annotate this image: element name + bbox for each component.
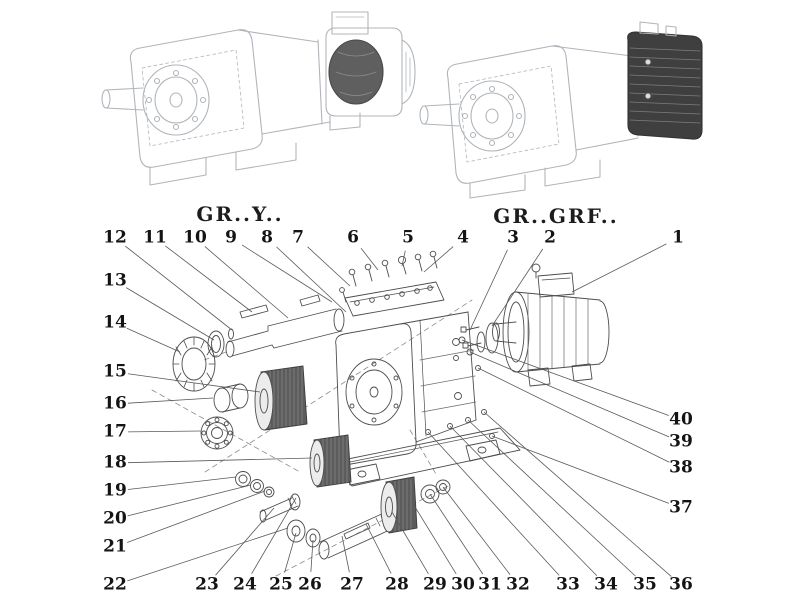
rings-and-pinion-drawing: [235, 471, 301, 523]
callout-number-15: 15: [103, 361, 127, 382]
callout-number-23: 23: [195, 574, 219, 595]
callout-number-35: 35: [633, 574, 657, 595]
large-gear-drawing: [254, 365, 308, 431]
output-gear-drawing: [380, 476, 451, 534]
leader-line-3: [469, 249, 508, 331]
callout-number-34: 34: [594, 574, 618, 595]
leader-line-6: [360, 247, 379, 271]
callout-number-30: 30: [451, 574, 475, 595]
leader-line-27: [341, 535, 350, 573]
leader-line-16: [127, 397, 214, 404]
leader-line-33: [427, 431, 560, 576]
leader-line-35: [467, 419, 636, 577]
leader-line-2: [491, 248, 544, 327]
callout-number-6: 6: [347, 227, 359, 248]
callout-number-28: 28: [385, 574, 409, 595]
callout-number-20: 20: [103, 508, 127, 529]
leader-line-32: [442, 486, 511, 575]
assembled-gearmotor-right-drawing: [419, 21, 703, 199]
callout-number-8: 8: [261, 227, 273, 248]
callout-number-37: 37: [669, 497, 693, 518]
callout-number-22: 22: [103, 574, 127, 595]
oil-seal-and-bearing-drawing: [172, 330, 225, 392]
variant-title-right: GR..GRF..: [493, 204, 619, 228]
assembly-axis-lines: [151, 299, 473, 577]
leader-line-37: [491, 435, 669, 504]
callout-number-26: 26: [298, 574, 322, 595]
leader-line-40: [461, 339, 669, 416]
callout-number-40: 40: [669, 409, 693, 430]
leader-line-20: [127, 484, 252, 517]
callout-number-10: 10: [183, 227, 207, 248]
callout-number-18: 18: [103, 452, 127, 473]
callout-number-27: 27: [340, 574, 364, 595]
cover-bolts-drawing: [339, 250, 438, 303]
leader-line-23: [215, 507, 275, 576]
callout-number-32: 32: [506, 574, 530, 595]
callout-number-5: 5: [402, 227, 414, 248]
input-shaft-drawing: [225, 294, 345, 358]
leader-line-36: [483, 411, 672, 577]
leader-line-21: [127, 490, 266, 543]
callout-number-9: 9: [225, 227, 237, 248]
leader-line-10: [204, 246, 289, 319]
callout-number-7: 7: [292, 227, 304, 248]
callout-number-21: 21: [103, 536, 127, 557]
leader-line-11: [165, 245, 253, 313]
leader-line-26: [310, 539, 314, 573]
leader-line-9: [241, 244, 333, 303]
leader-line-29: [391, 511, 429, 575]
callout-number-13: 13: [103, 270, 127, 291]
leader-line-5: [401, 250, 406, 267]
leader-line-25: [284, 532, 297, 573]
leader-line-18: [127, 457, 313, 464]
assembled-gearmotor-left-drawing: [101, 11, 416, 186]
callout-number-17: 17: [103, 421, 127, 442]
callout-number-24: 24: [233, 574, 257, 595]
leader-line-14: [126, 327, 181, 353]
leader-line-12: [124, 245, 233, 331]
exploded-view-drawing: [151, 250, 610, 577]
spacer-and-bearing-drawing: [200, 383, 249, 450]
callout-number-39: 39: [669, 431, 693, 452]
callout-number-25: 25: [269, 574, 293, 595]
leader-line-28: [365, 523, 392, 574]
leader-line-1: [571, 243, 667, 293]
callout-number-4: 4: [457, 227, 469, 248]
callout-number-36: 36: [669, 574, 693, 595]
callout-number-19: 19: [103, 480, 127, 501]
callout-number-29: 29: [423, 574, 447, 595]
intermediate-gear-drawing: [309, 434, 352, 488]
leader-line-22: [127, 527, 289, 582]
callout-number-3: 3: [507, 227, 519, 248]
leader-line-31: [429, 493, 484, 575]
leader-line-19: [127, 476, 237, 490]
leader-line-39: [469, 351, 670, 438]
callout-number-33: 33: [556, 574, 580, 595]
leader-line-15: [127, 373, 261, 393]
variant-title-left: GR..Y..: [196, 202, 284, 226]
leader-line-34: [449, 425, 598, 577]
callout-number-38: 38: [669, 457, 693, 478]
callout-number-11: 11: [143, 227, 167, 248]
leader-line-38: [477, 367, 670, 463]
callout-number-14: 14: [103, 312, 127, 333]
leader-line-7: [307, 246, 351, 287]
callout-number-12: 12: [103, 227, 127, 248]
leader-line-4: [423, 246, 454, 273]
leader-line-8: [276, 246, 347, 313]
leader-line-24: [251, 497, 297, 574]
leader-line-30: [411, 501, 457, 575]
leader-line-13: [125, 287, 215, 341]
callout-number-31: 31: [478, 574, 502, 595]
callout-number-2: 2: [544, 227, 556, 248]
leader-line-17: [127, 430, 202, 433]
callout-number-1: 1: [672, 227, 684, 248]
callout-number-16: 16: [103, 393, 127, 414]
